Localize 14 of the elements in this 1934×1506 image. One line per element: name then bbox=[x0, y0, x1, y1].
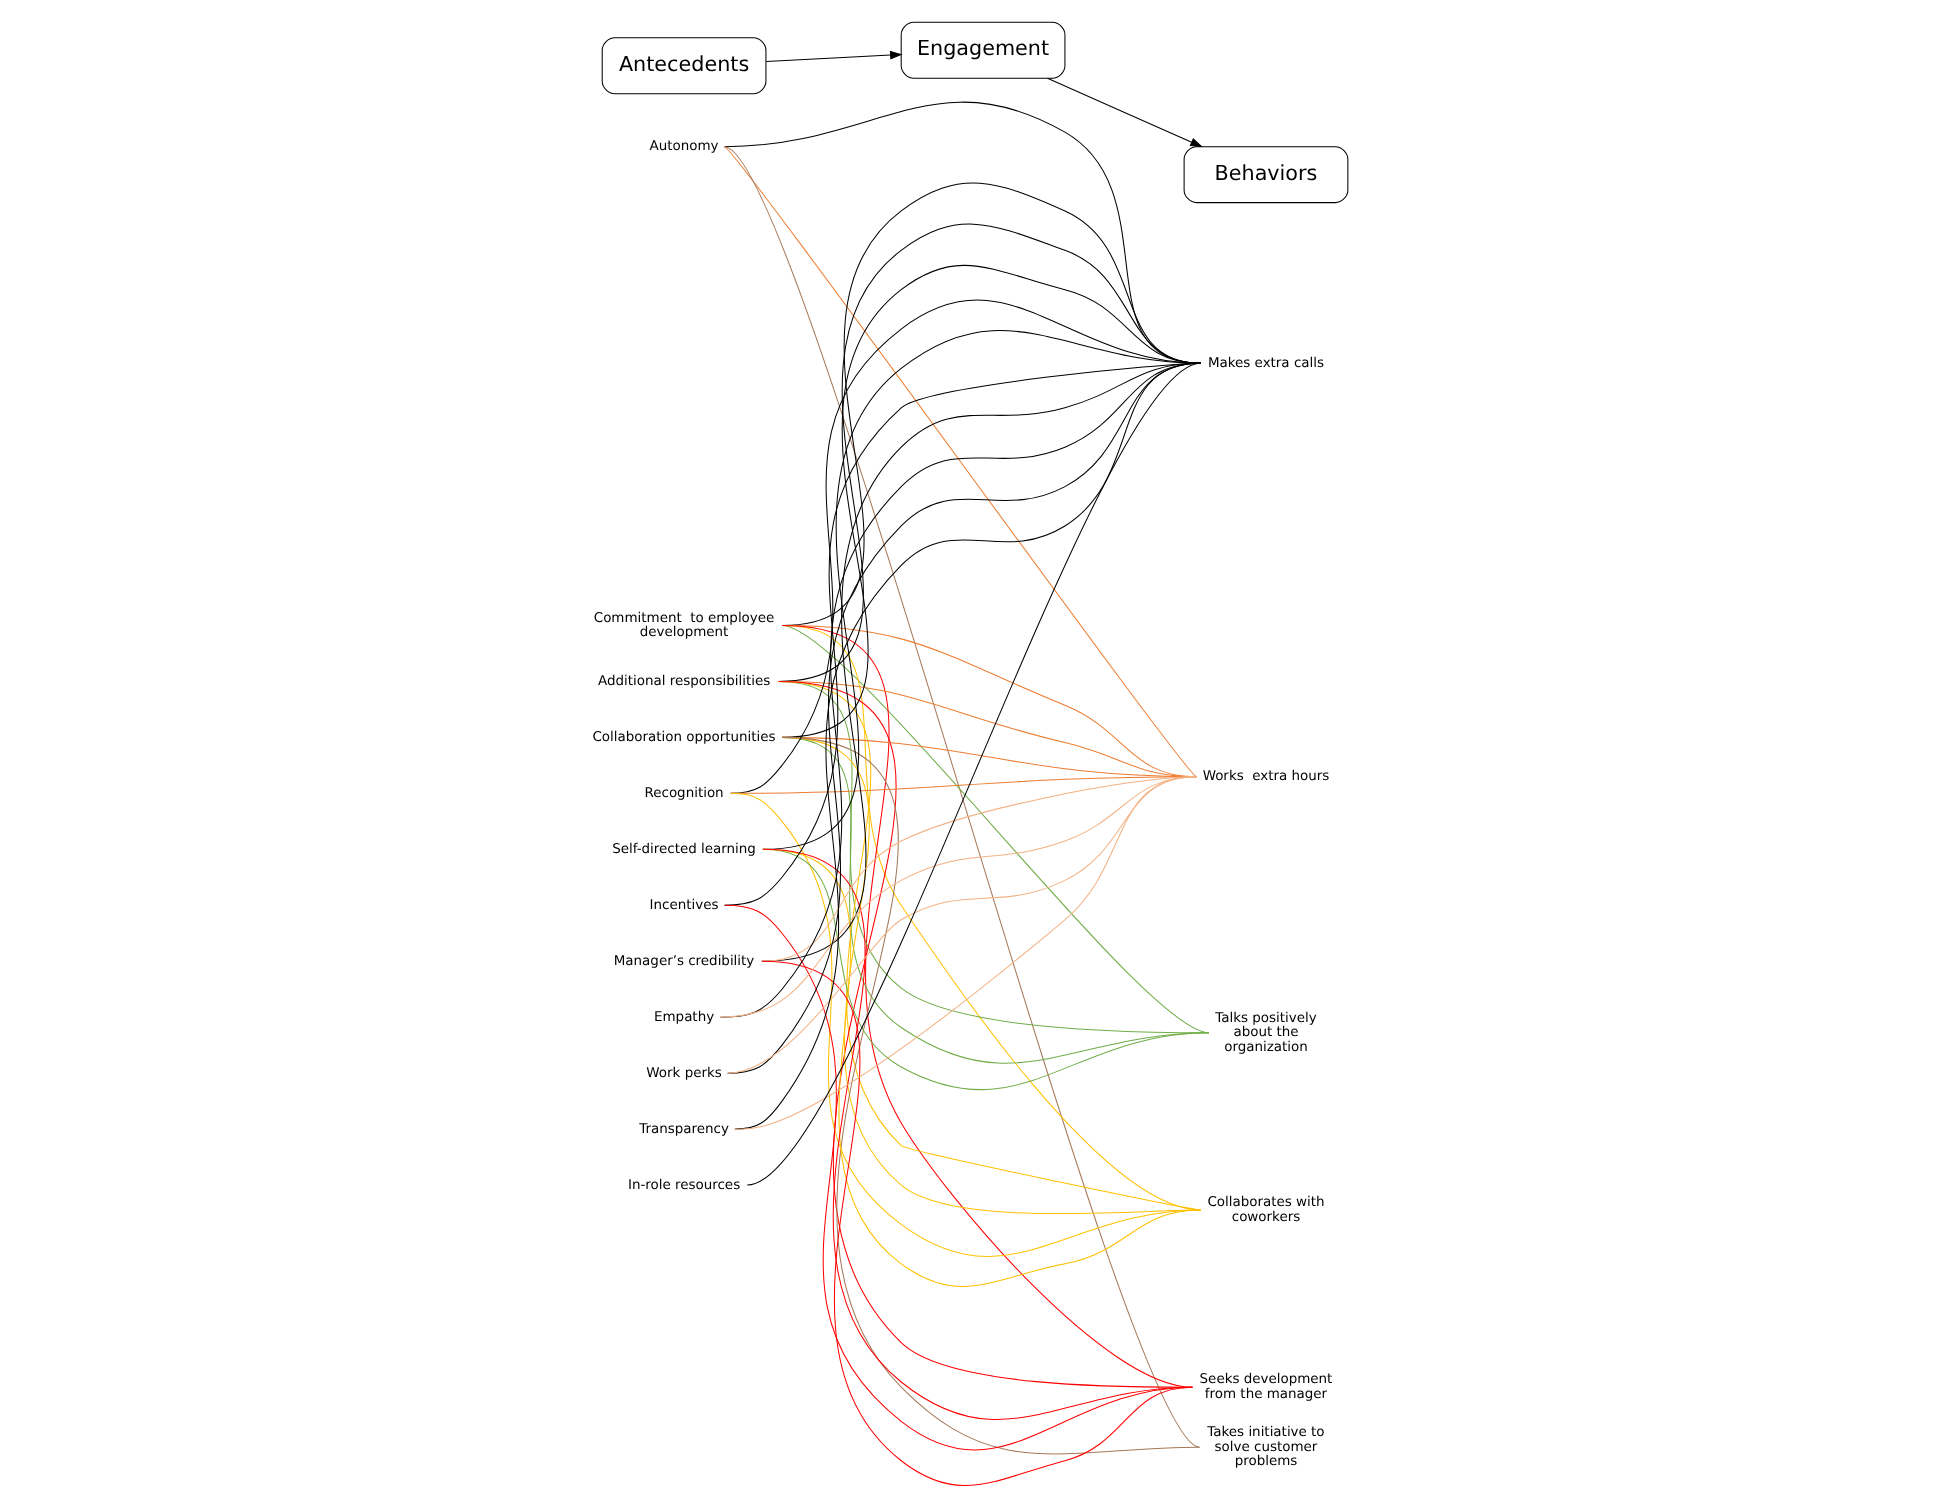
connector bbox=[762, 329, 1202, 849]
connector bbox=[719, 775, 1198, 1017]
connector bbox=[730, 298, 1202, 793]
connector bbox=[734, 775, 1198, 1129]
connector bbox=[781, 735, 1201, 1454]
arrow bbox=[1046, 76, 1203, 147]
node-box: Antecedents bbox=[601, 36, 767, 94]
arrow bbox=[765, 49, 903, 62]
node-box: Behaviors bbox=[1183, 145, 1349, 203]
connector bbox=[761, 959, 1193, 1485]
node-box: Engagement bbox=[900, 20, 1066, 78]
connector bbox=[724, 145, 1198, 777]
connector bbox=[724, 145, 1201, 1447]
connector bbox=[730, 791, 1202, 1256]
